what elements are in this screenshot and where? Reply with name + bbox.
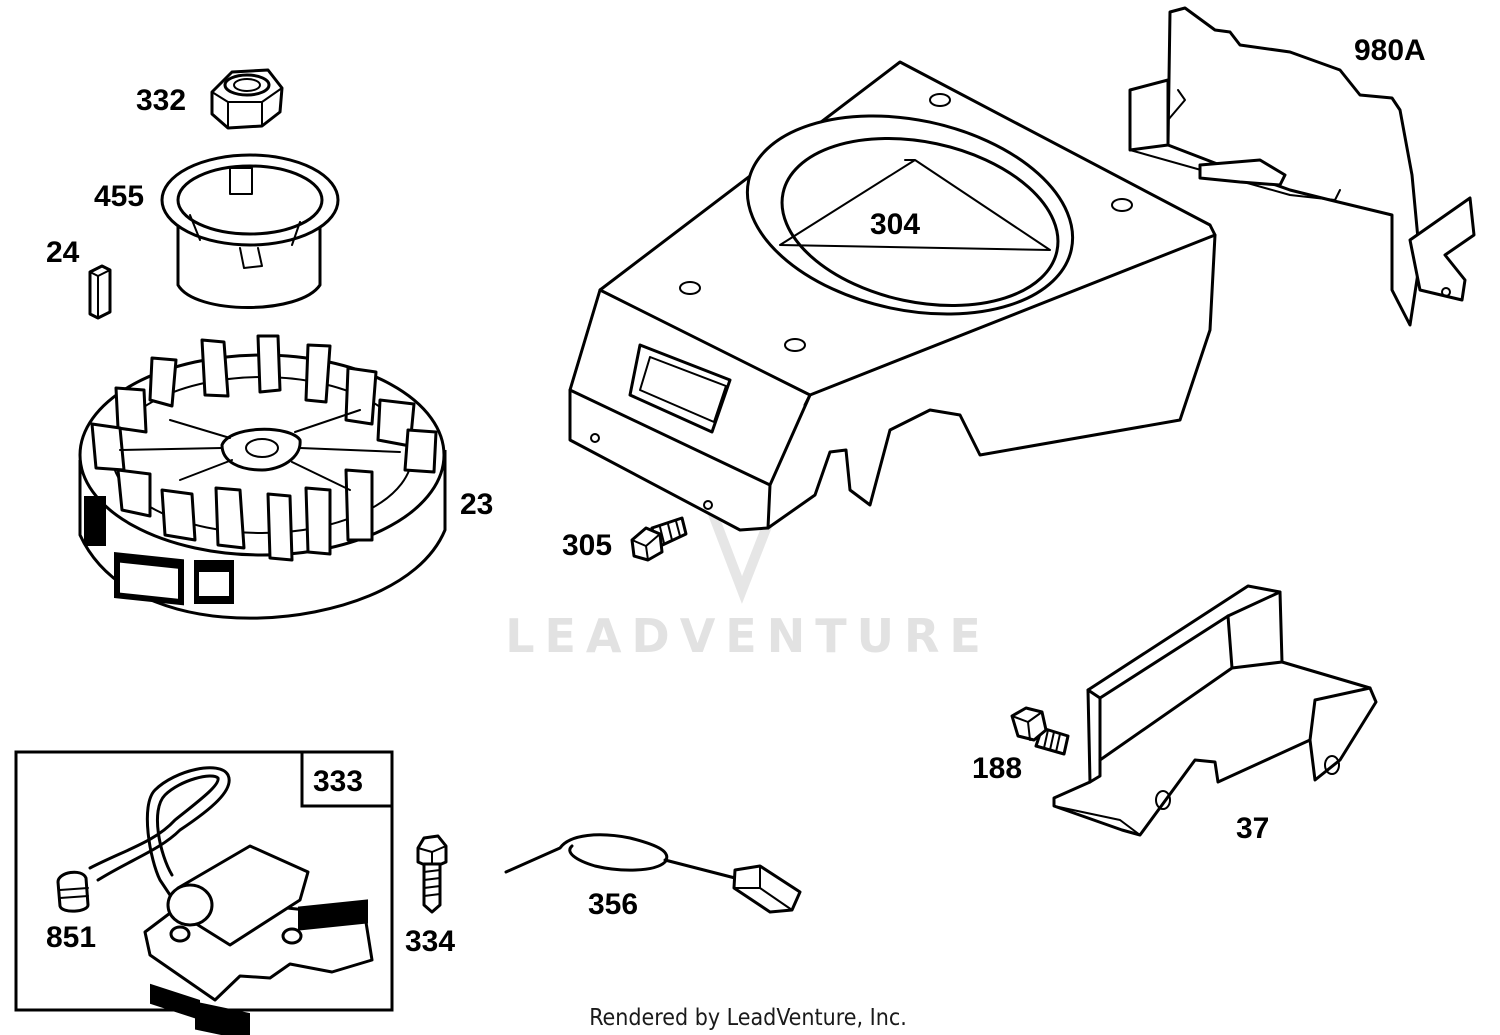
part-356-ground-wire[interactable] [504,833,802,914]
label-356: 356 [588,888,638,921]
label-37: 37 [1236,812,1269,845]
label-188: 188 [972,752,1022,785]
label-980A: 980A [1354,34,1426,67]
part-37-bracket[interactable] [1052,584,1378,837]
part-304-blower-housing[interactable] [568,60,1217,532]
part-23-flywheel[interactable] [78,334,447,620]
label-851: 851 [46,921,96,954]
label-23: 23 [460,488,493,521]
label-304: 304 [870,208,920,241]
label-333: 333 [313,765,363,798]
label-24: 24 [46,236,80,269]
part-332-hex-nut[interactable] [210,68,284,130]
part-333-armature-box[interactable] [14,750,394,1035]
part-24-key[interactable] [88,264,112,320]
label-334: 334 [405,925,455,958]
watermark-text: LEADVENTURE [505,609,991,663]
label-305: 305 [562,529,612,562]
label-332: 332 [136,84,186,117]
part-334-screw[interactable] [416,834,448,914]
part-980A-shield[interactable] [1128,6,1476,327]
label-455: 455 [94,180,144,213]
part-455-starter-cup[interactable] [160,153,340,309]
part-305-bolt[interactable] [630,516,688,562]
render-credit: Rendered by LeadVenture, Inc. [589,1005,907,1031]
part-188-bolt[interactable] [1010,706,1070,756]
